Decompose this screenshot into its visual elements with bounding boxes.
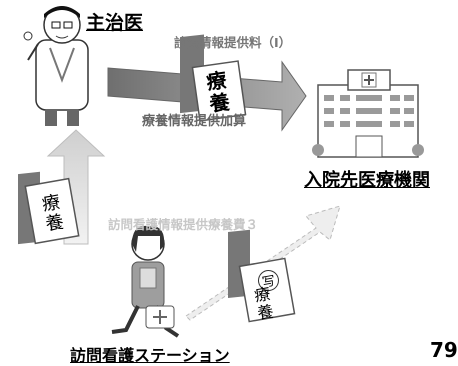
arrow-station-to-doctor: [46, 129, 106, 245]
fee-mid-label: 療養情報提供加算: [142, 114, 247, 129]
arrow-station-to-hospital: [185, 205, 341, 321]
document-top: [180, 34, 247, 122]
doctor-label: 主治医: [86, 12, 144, 34]
fee-nursing-label: 訪問看護情報提供療養費３: [108, 217, 259, 232]
station-label: 訪問看護ステーション: [70, 346, 230, 365]
hospital-label: 入院先医療機関: [304, 170, 430, 191]
document-bottom: [228, 229, 296, 323]
nurse-illustration: [111, 225, 180, 338]
page-number: 79: [430, 338, 458, 362]
fee-top-label: 診療情報提供料（Ⅰ）: [174, 35, 292, 50]
document-left: [18, 171, 80, 245]
doctor-illustration: [23, 6, 89, 126]
hospital-illustration: [312, 69, 424, 158]
